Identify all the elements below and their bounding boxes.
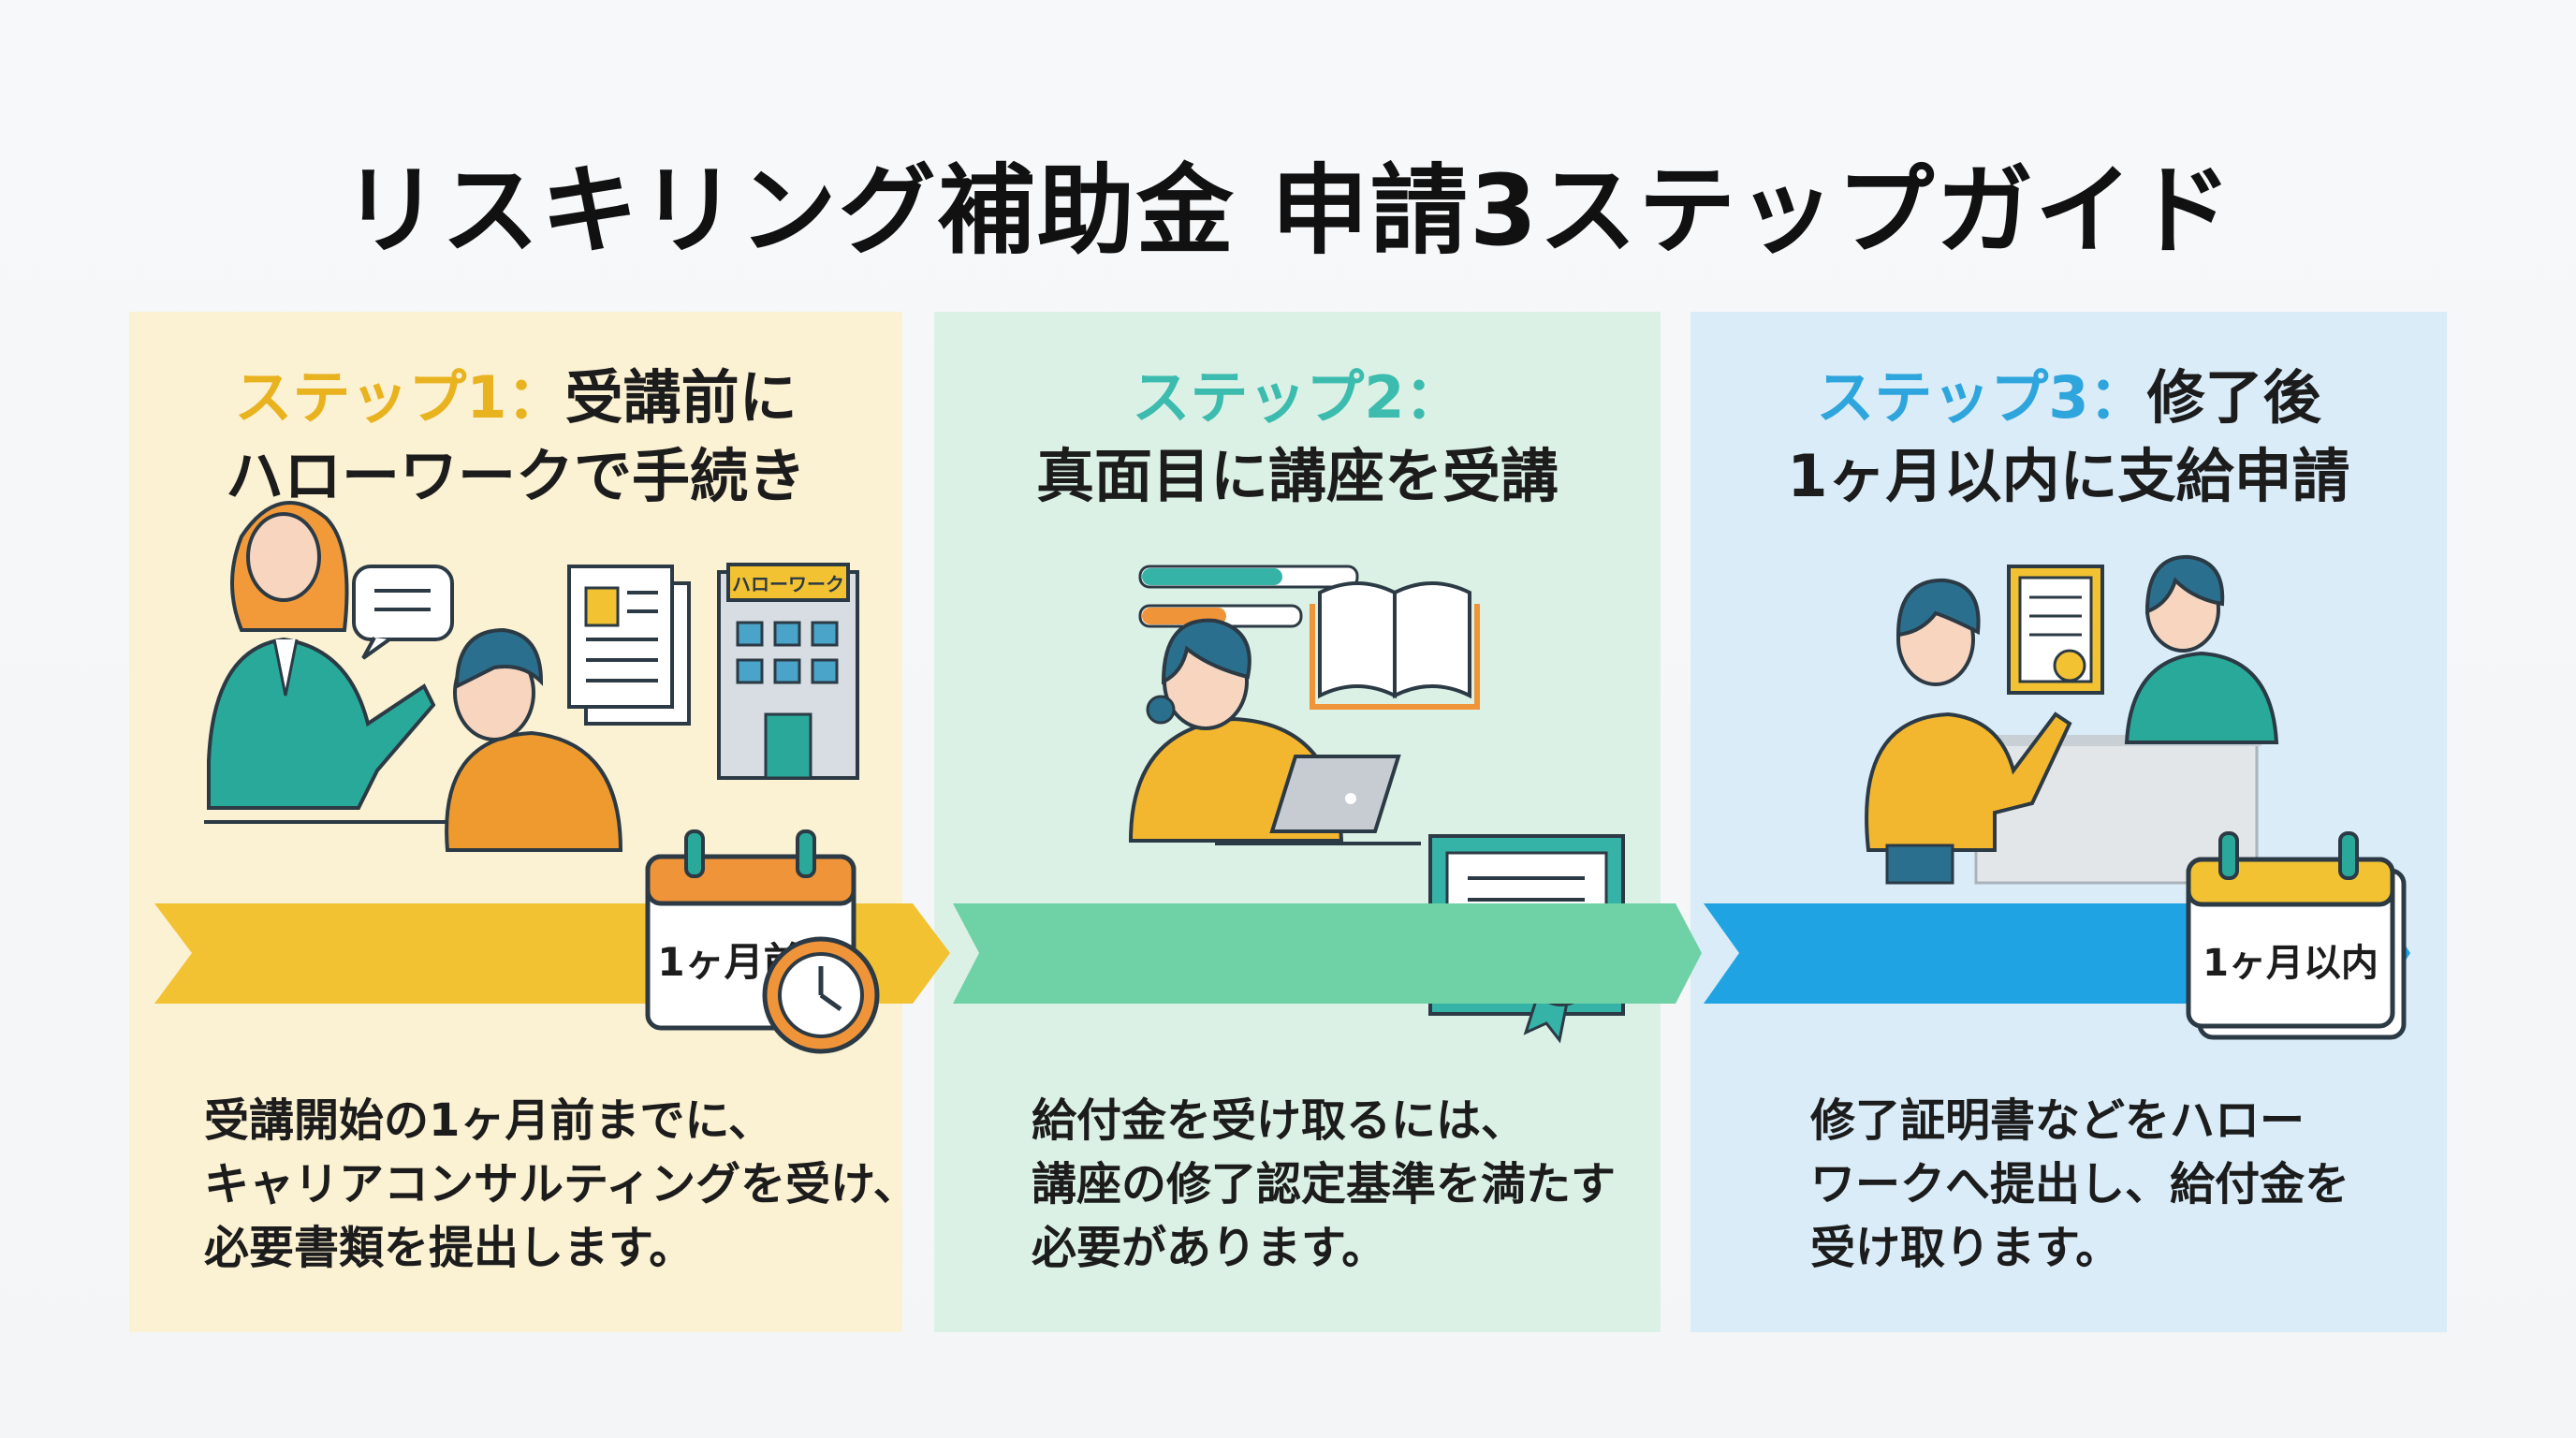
step-1-description: 受講開始の1ヶ月前までに、 キャリアコンサルティングを受け、 必要書類を提出しま… bbox=[204, 1089, 918, 1280]
step-3-description-line: 修了証明書などをハロー bbox=[1810, 1094, 2305, 1147]
hello-work-building-icon: ハローワーク bbox=[717, 563, 859, 780]
documents-icon bbox=[567, 565, 691, 726]
step-1-heading-line2: ハローワークで手続き bbox=[225, 442, 806, 510]
step-2-description-line: 講座の修了認定基準を満たす bbox=[1032, 1158, 1617, 1211]
step-3-description: 修了証明書などをハロー ワークへ提出し、給付金を 受け取ります。 bbox=[1810, 1089, 2349, 1280]
step-1-description-line: キャリアコンサルティングを受け、 bbox=[204, 1158, 918, 1211]
step-2-description-line: 給付金を受け取るには、 bbox=[1032, 1094, 1527, 1147]
calendar-label-3: 1ヶ月以内 bbox=[2203, 942, 2378, 985]
calendar-icon: 1ヶ月以内 bbox=[2186, 831, 2407, 1040]
applicant-icon bbox=[1865, 578, 2072, 885]
step-3-description-line: ワークへ提出し、給付金を bbox=[1810, 1158, 2350, 1211]
certificate-frame-icon bbox=[2007, 565, 2104, 695]
step-3-heading-line2: 1ヶ月以内に支給申請 bbox=[1787, 442, 2350, 510]
step-3-heading-line1: 修了後 bbox=[2146, 363, 2321, 432]
step-3-panel: ステップ3：修了後 1ヶ月以内に支給申請 修了証明書などをハロー bbox=[1690, 312, 2447, 1332]
step-2-heading-line2: 真面目に講座を受講 bbox=[1035, 442, 1559, 510]
step-3-illustration bbox=[1865, 554, 2279, 885]
counselor-icon bbox=[207, 501, 436, 810]
step-1-heading-line1: 受講前に bbox=[564, 363, 798, 432]
open-book-icon bbox=[1310, 581, 1480, 710]
step-1-illustration: ハローワーク bbox=[204, 501, 859, 852]
step-3-label: ステップ3： bbox=[1816, 363, 2147, 432]
clock-icon bbox=[762, 936, 880, 1054]
speech-bubble-icon bbox=[352, 565, 454, 660]
progress-bars-icon bbox=[1138, 565, 1359, 628]
step-1-panel: ステップ1：受講前に ハローワークで手続き bbox=[129, 312, 918, 1332]
step-2-description-line: 必要があります。 bbox=[1032, 1222, 1387, 1274]
applicant-icon bbox=[445, 627, 623, 852]
timeline-arrow-step-2 bbox=[953, 903, 1702, 1004]
step-2-heading: ステップ2： 真面目に講座を受講 bbox=[934, 359, 1661, 516]
staff-icon bbox=[2124, 554, 2279, 744]
page-title: リスキリング補助金 申請3ステップガイド bbox=[342, 154, 2234, 268]
step-1-label: ステップ1： bbox=[234, 363, 565, 432]
building-sign: ハローワーク bbox=[732, 573, 844, 595]
step-3-heading: ステップ3：修了後 1ヶ月以内に支給申請 bbox=[1690, 359, 2447, 516]
step-2-description: 給付金を受け取るには、 講座の修了認定基準を満たす 必要があります。 bbox=[1032, 1089, 1616, 1280]
step-1-description-line: 必要書類を提出します。 bbox=[204, 1222, 695, 1274]
step-1-heading: ステップ1：受講前に ハローワークで手続き bbox=[129, 359, 902, 516]
step-2-panel: ステップ2： 真面目に講座を受講 bbox=[934, 312, 1661, 1332]
step-3-description-line: 受け取ります。 bbox=[1810, 1222, 2121, 1274]
step-1-description-line: 受講開始の1ヶ月前までに、 bbox=[204, 1094, 773, 1147]
laptop-icon bbox=[1215, 755, 1421, 845]
step-2-label: ステップ2： bbox=[1132, 363, 1463, 432]
